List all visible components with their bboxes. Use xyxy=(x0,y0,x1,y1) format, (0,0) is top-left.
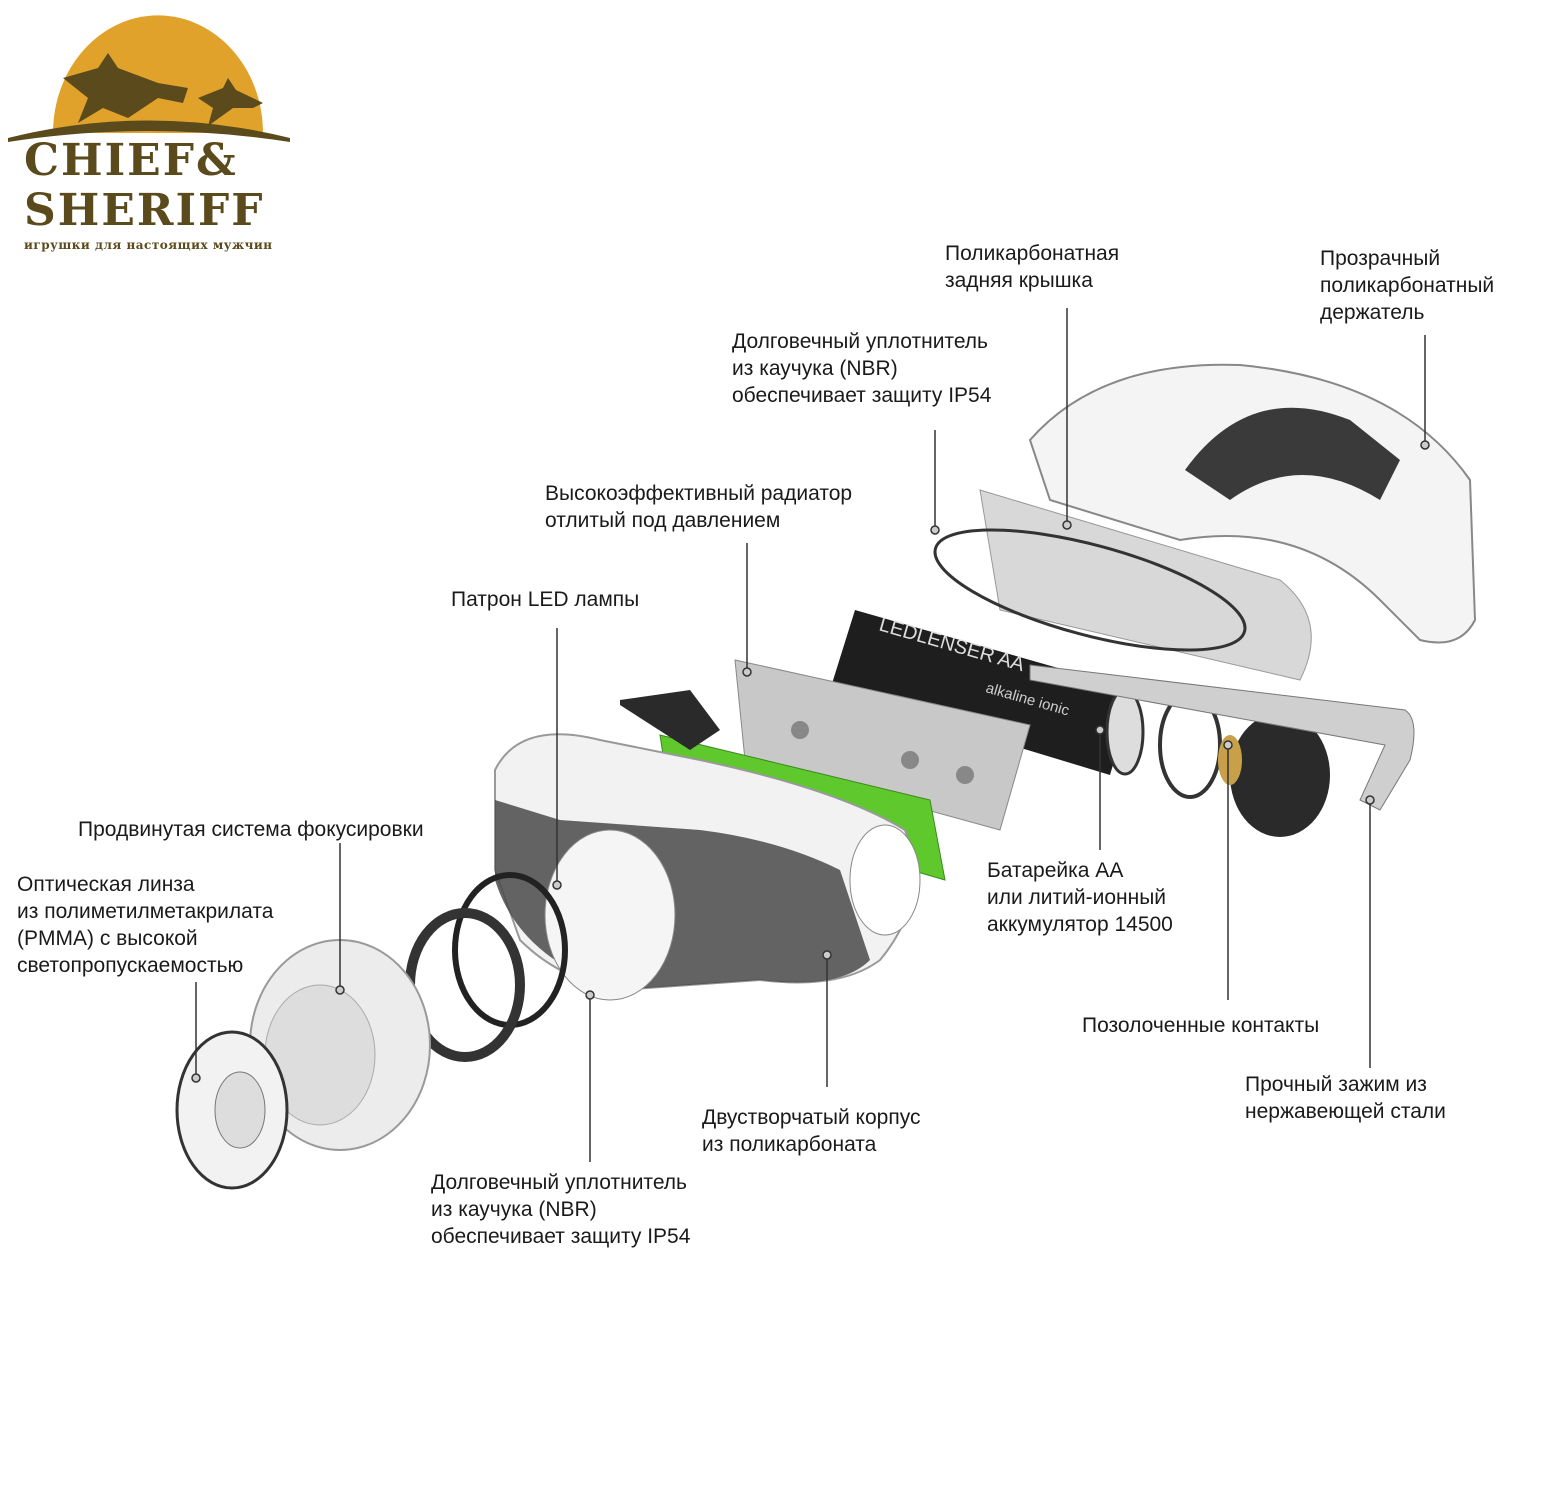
label-clip: Прочный зажим из нержавеющей стали xyxy=(1245,1071,1446,1125)
clip-part xyxy=(1029,664,1415,811)
label-line: из каучука (NBR) xyxy=(732,357,898,380)
label-lens: Оптическая линза из полиметилметакрилата (… xyxy=(17,871,273,979)
label-line: из поликарбоната xyxy=(702,1133,877,1156)
chief-sheriff-logo: CHIEF& SHERIFF игрушки для настоящих муж… xyxy=(8,8,293,258)
label-holder: Прозрачный поликарбонатный держатель xyxy=(1320,245,1494,326)
label-line: из полиметилметакрилата xyxy=(17,900,274,923)
label-line: из каучука (NBR) xyxy=(431,1198,597,1221)
label-line: Позолоченные контакты xyxy=(1082,1014,1320,1037)
label-back-cover: Поликарбонатная задняя крышка xyxy=(945,240,1119,294)
label-contacts: Позолоченные контакты xyxy=(1082,1012,1319,1039)
housing-part xyxy=(494,690,921,1001)
label-line: обеспечивает защиту IP54 xyxy=(732,384,992,407)
label-seal-bottom: Долговечный уплотнитель из каучука (NBR) о… xyxy=(431,1169,690,1250)
leader-lines xyxy=(191,308,1430,1162)
label-line: отлитый под давлением xyxy=(545,509,781,532)
logo-emblem xyxy=(8,15,290,142)
label-line: светопропускаемостью xyxy=(17,954,244,977)
label-line: Поликарбонатная xyxy=(945,242,1120,265)
label-line: держатель xyxy=(1320,301,1425,324)
holder-part xyxy=(1028,363,1477,644)
logo-tagline: игрушки для настоящих мужчин xyxy=(24,238,273,252)
label-line: Прозрачный xyxy=(1320,247,1441,270)
label-line: Батарейка AA xyxy=(987,859,1124,882)
label-line: аккумулятор 14500 xyxy=(987,913,1173,936)
label-line: Оптическая линза xyxy=(17,873,195,896)
label-line: поликарбонатный xyxy=(1320,274,1495,297)
battery-part: LEDLENSER AA alkaline ionic xyxy=(830,610,1145,776)
label-led-socket: Патрон LED лампы xyxy=(451,586,639,613)
label-line: Двустворчатый корпус xyxy=(702,1106,921,1129)
label-line: обеспечивает защиту IP54 xyxy=(431,1225,691,1248)
lens-part xyxy=(175,1030,289,1190)
label-line: Прочный зажим из xyxy=(1245,1073,1427,1096)
label-line: задняя крышка xyxy=(945,269,1093,292)
label-housing: Двустворчатый корпус из поликарбоната xyxy=(702,1104,920,1158)
label-line: Долговечный уплотнитель xyxy=(732,330,988,353)
radiator-part xyxy=(734,659,1031,831)
label-line: Патрон LED лампы xyxy=(451,588,640,611)
seal-ring-top xyxy=(933,528,1247,652)
label-battery: Батарейка AA или литий-ионный аккумулятор … xyxy=(987,857,1173,938)
label-line: Продвинутая система фокусировки xyxy=(78,818,424,841)
label-line: Высокоэффективный радиатор xyxy=(545,482,853,505)
label-line: нержавеющей стали xyxy=(1245,1100,1446,1123)
label-line: Долговечный уплотнитель xyxy=(431,1171,687,1194)
logo-line2: SHERIFF xyxy=(24,185,265,236)
label-focus: Продвинутая система фокусировки xyxy=(78,816,424,843)
logo-line1: CHIEF& xyxy=(24,135,238,186)
contacts-part xyxy=(1218,713,1330,837)
label-line: (PMMA) с высокой xyxy=(17,927,198,950)
label-radiator: Высокоэффективный радиатор отлитый под да… xyxy=(545,480,852,534)
label-line: или литий-ионный xyxy=(987,886,1167,909)
label-seal-top: Долговечный уплотнитель из каучука (NBR) о… xyxy=(732,328,991,409)
